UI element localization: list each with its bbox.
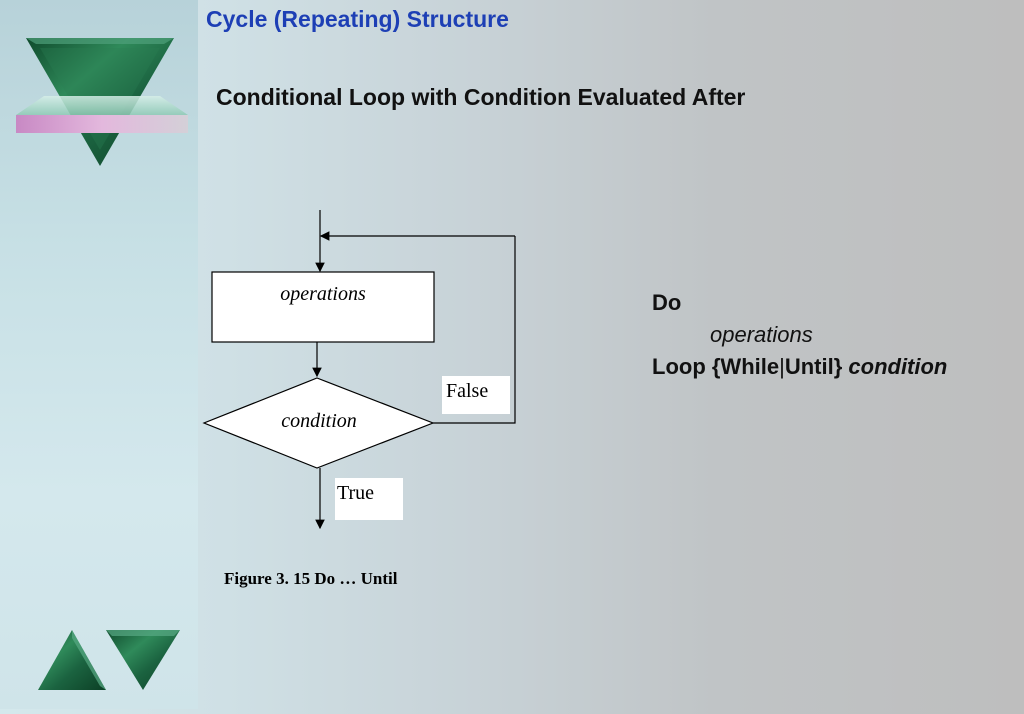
- false-loop-path: [433, 236, 516, 424]
- code-line-operations: operations: [710, 322, 813, 347]
- slide-subtitle: Conditional Loop with Condition Evaluate…: [216, 84, 746, 110]
- decision-diamond: [202, 377, 435, 469]
- code-condition: condition: [848, 354, 948, 379]
- decision-label: condition: [281, 410, 357, 432]
- code-line-loop: Loop {While|Until} condition: [652, 354, 947, 380]
- figure-caption: Figure 3. 15 Do … Until: [224, 569, 398, 588]
- code-until-keyword: Until}: [784, 354, 843, 379]
- slide-title: Cycle (Repeating) Structure: [206, 6, 509, 32]
- process-label: operations: [280, 283, 366, 305]
- code-separator: |: [779, 354, 785, 379]
- left-decor-panel: [0, 0, 198, 709]
- process-box: [211, 271, 435, 343]
- decor-svg: [16, 38, 188, 690]
- true-label: True: [337, 482, 374, 504]
- code-loop-keyword: Loop {While: [652, 354, 780, 379]
- true-label-box: [335, 478, 403, 520]
- marble-triangle-down-icon: [106, 630, 180, 690]
- false-label-box: [442, 376, 510, 414]
- code-line-do: Do: [652, 290, 682, 315]
- false-label: False: [446, 380, 488, 402]
- decor-band: [16, 96, 188, 133]
- marble-triangle-up-icon: [38, 630, 106, 690]
